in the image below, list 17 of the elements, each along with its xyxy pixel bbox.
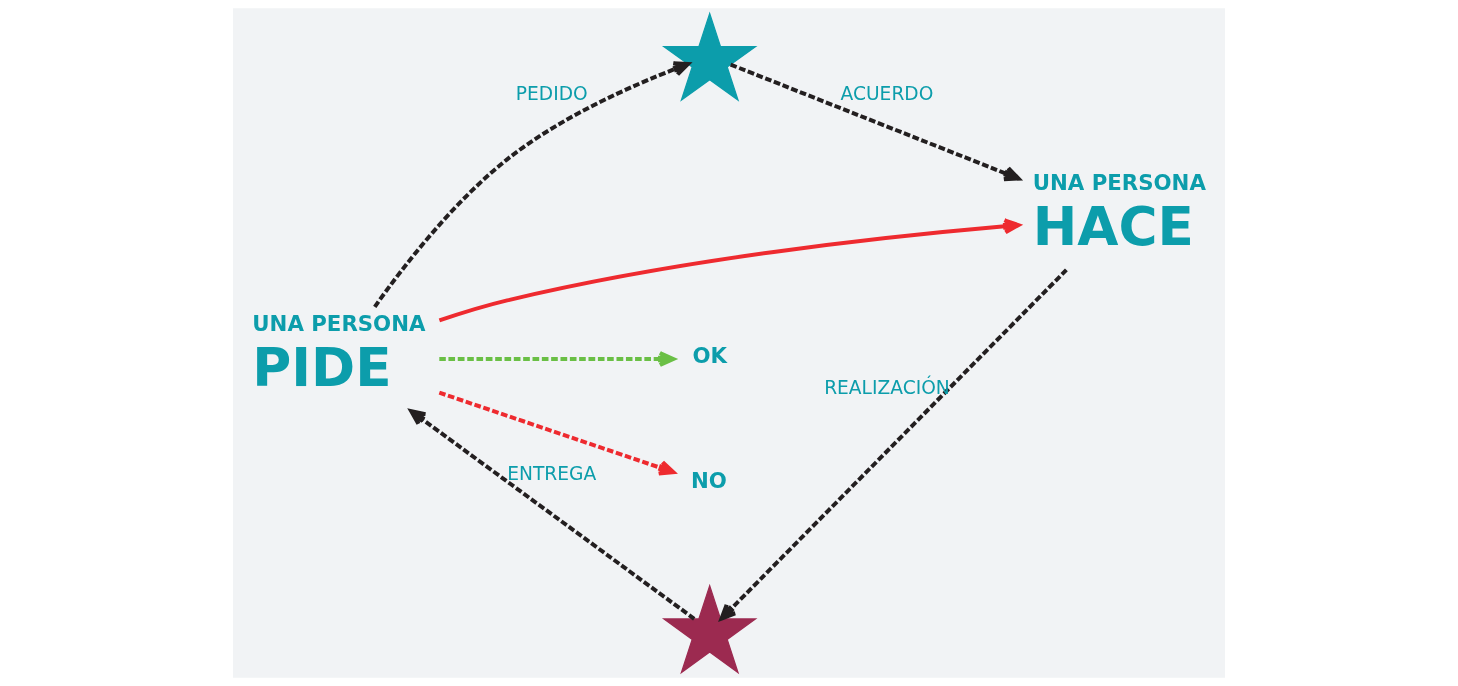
edge-label: PEDIDO (515, 82, 588, 104)
arrow (438, 218, 1021, 323)
arrow (729, 62, 1021, 182)
arrow (438, 390, 676, 476)
node-star (661, 11, 758, 102)
arrow (409, 409, 696, 621)
edge-label: REALIZACIÓN (824, 376, 950, 398)
node-star (661, 583, 758, 675)
node-text: OK (692, 342, 727, 368)
arrow (719, 268, 1068, 621)
arrow (439, 351, 676, 367)
edge-label: ACUERDO (840, 82, 934, 104)
edge-label: ENTREGA (507, 463, 597, 485)
node-text: NO (691, 467, 727, 493)
arrow (373, 61, 690, 308)
node-text: UNA PERSONA HACE (1032, 169, 1206, 258)
node-text: UNA PERSONA PIDE (252, 310, 426, 399)
